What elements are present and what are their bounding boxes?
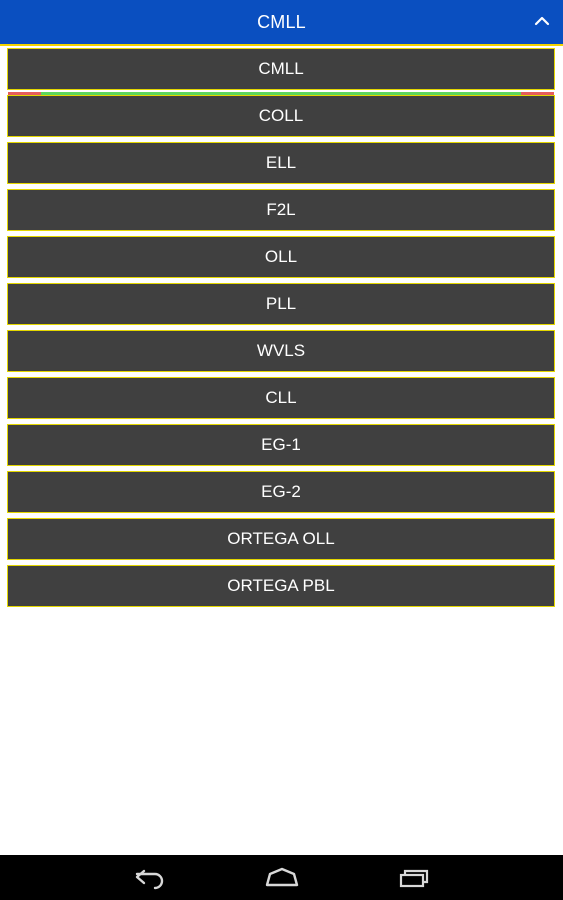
menu-item-label: ORTEGA OLL (227, 529, 335, 548)
menu-item-wvls[interactable]: WVLS (7, 330, 555, 372)
back-icon (133, 866, 167, 890)
menu-item-label: PLL (265, 294, 297, 313)
recent-apps-icon (397, 866, 431, 890)
menu-item-eg-2[interactable]: EG-2 (7, 471, 555, 513)
menu-item-label: EG-2 (261, 482, 301, 501)
menu-item-label: EG-1 (261, 435, 301, 454)
menu-item-label: ELL (265, 153, 297, 172)
menu-item-ortega-pbl[interactable]: ORTEGA PBL (7, 565, 555, 607)
home-icon (264, 866, 300, 890)
menu-item-label: WVLS (256, 341, 306, 360)
underlying-content-strip (8, 92, 554, 96)
menu-item-coll[interactable]: COLL (7, 95, 555, 137)
system-navigation-bar (0, 855, 563, 900)
selected-option-title: CMLL (257, 11, 306, 32)
menu-item-eg-1[interactable]: EG-1 (7, 424, 555, 466)
menu-item-f2l[interactable]: F2L (7, 189, 555, 231)
menu-item-pll[interactable]: PLL (7, 283, 555, 325)
menu-item-cll[interactable]: CLL (7, 377, 555, 419)
dropdown-menu: CMLL COLL ELL F2L OLL PLL WVLS CLL EG-1 … (7, 48, 555, 612)
dropdown-header[interactable]: CMLL (0, 0, 563, 46)
home-button[interactable] (262, 863, 302, 893)
menu-item-oll[interactable]: OLL (7, 236, 555, 278)
menu-item-label: CMLL (258, 59, 304, 78)
menu-item-ortega-oll[interactable]: ORTEGA OLL (7, 518, 555, 560)
menu-item-label: COLL (258, 106, 304, 125)
menu-item-label: OLL (264, 247, 298, 266)
chevron-up-icon[interactable] (531, 10, 553, 32)
menu-item-label: F2L (266, 200, 296, 219)
menu-item-label: CLL (265, 388, 297, 407)
menu-item-cmll[interactable]: CMLL (7, 48, 555, 90)
menu-item-ell[interactable]: ELL (7, 142, 555, 184)
recent-apps-button[interactable] (394, 863, 434, 893)
menu-item-label: ORTEGA PBL (227, 576, 335, 595)
back-button[interactable] (130, 863, 170, 893)
